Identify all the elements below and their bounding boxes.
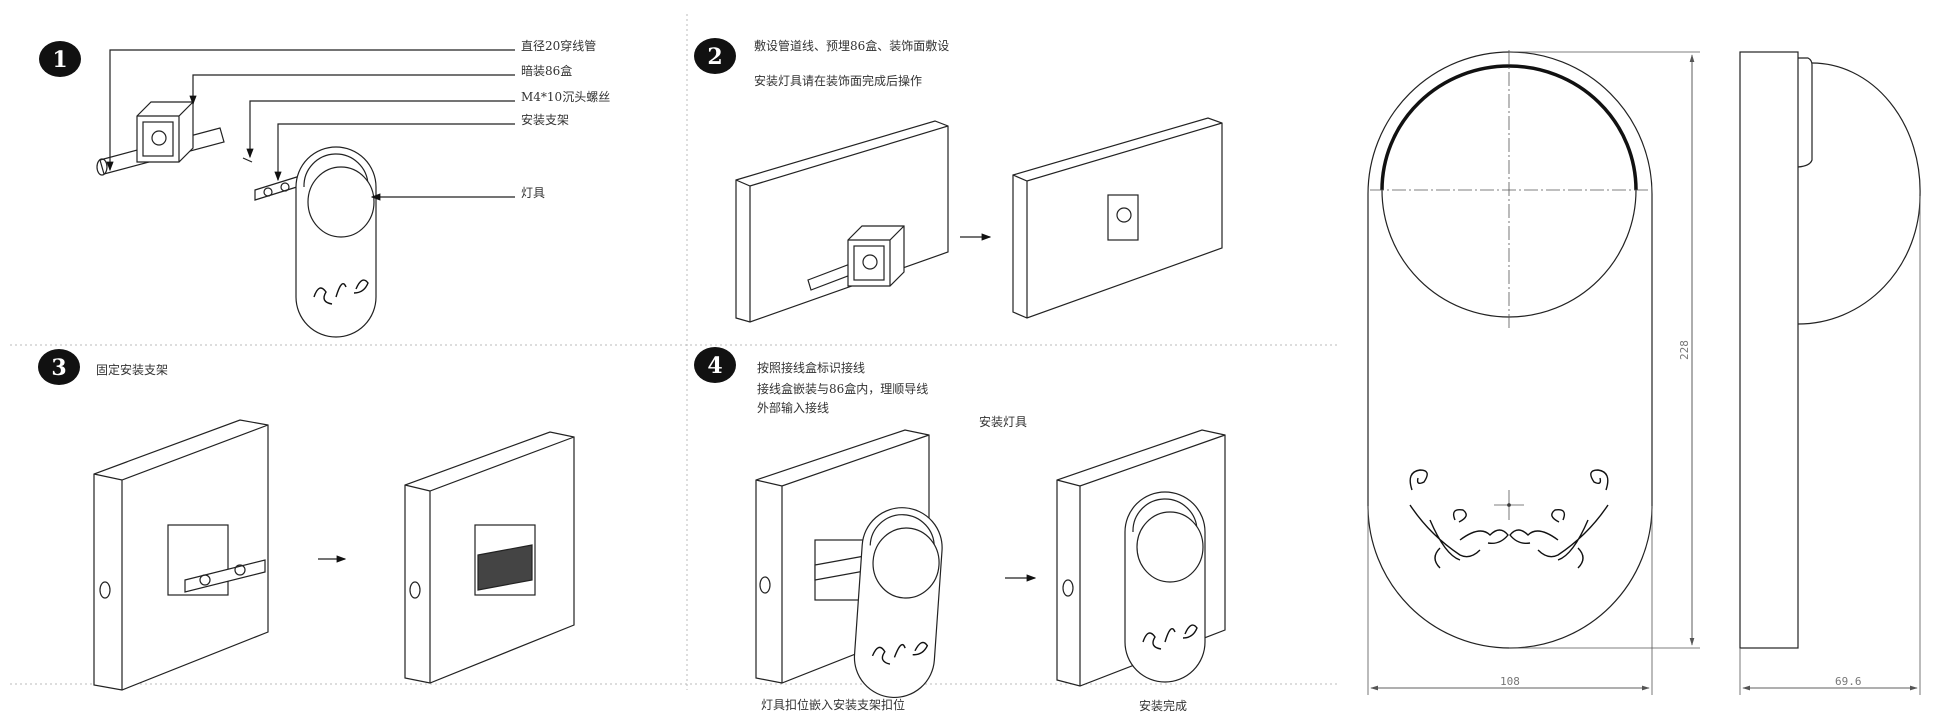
step-number: 1 bbox=[52, 47, 67, 73]
ornament-right bbox=[1509, 469, 1609, 569]
label-junction-box: 暗装86盒 bbox=[521, 63, 572, 78]
ornament-left bbox=[1409, 469, 1509, 569]
width-dimension: 108 bbox=[1500, 675, 1520, 688]
label-screw: M4*10沉头螺丝 bbox=[521, 90, 610, 104]
step-4-line-1: 按照接线盒标识接线 bbox=[757, 360, 865, 375]
wall bbox=[735, 120, 949, 323]
step-4: 4 按照接线盒标识接线 接线盒嵌装与86盒内，理顺导线 外部输入接线 安装灯具 … bbox=[694, 347, 1226, 713]
caption-complete: 安装完成 bbox=[1139, 698, 1187, 713]
step-badge bbox=[694, 38, 736, 74]
step-4-line-2: 接线盒嵌装与86盒内，理顺导线 bbox=[757, 381, 928, 396]
step-4-line-3: 外部输入接线 bbox=[757, 400, 829, 415]
label-conduit: 直径20穿线管 bbox=[521, 38, 596, 53]
label-bracket: 安装支架 bbox=[521, 112, 569, 127]
step-3-line-1: 固定安装支架 bbox=[96, 362, 168, 377]
junction-box bbox=[847, 225, 905, 287]
lamp-installed bbox=[1124, 491, 1206, 683]
junction-box bbox=[136, 101, 194, 163]
dimensions: 228 108 69.6 bbox=[1367, 51, 1921, 695]
step-badge bbox=[39, 41, 81, 77]
recessed-box bbox=[1107, 194, 1139, 241]
step-2: 2 敷设管道线、预埋86盒、装饰面敷设 安装灯具请在装饰面完成后操作 bbox=[694, 38, 1223, 323]
step-2-line-1: 敷设管道线、预埋86盒、装饰面敷设 bbox=[754, 38, 949, 53]
bracket bbox=[242, 157, 301, 201]
step-badge bbox=[694, 347, 736, 383]
depth-dimension: 69.6 bbox=[1835, 675, 1862, 688]
step-4-title: 安装灯具 bbox=[979, 414, 1027, 429]
label-lamp: 灯具 bbox=[521, 186, 545, 200]
step-badge bbox=[38, 349, 80, 385]
lamp-fixture bbox=[851, 504, 946, 701]
step-number: 2 bbox=[707, 44, 722, 70]
side-view bbox=[1739, 51, 1921, 649]
caption-snap-in: 灯具扣位嵌入安装支架扣位 bbox=[761, 697, 905, 712]
height-dimension: 228 bbox=[1678, 340, 1691, 360]
step-number: 3 bbox=[51, 355, 66, 381]
step-number: 4 bbox=[707, 353, 722, 379]
front-view bbox=[1367, 50, 1653, 649]
step-2-line-2: 安装灯具请在装饰面完成后操作 bbox=[754, 73, 922, 88]
step-3: 3 固定安装支架 bbox=[38, 349, 575, 691]
step-1: 1 直径20穿线管 暗装86盒 M4*10沉头螺丝 安装支架 灯具 bbox=[39, 38, 610, 338]
lamp-fixture bbox=[295, 146, 377, 338]
